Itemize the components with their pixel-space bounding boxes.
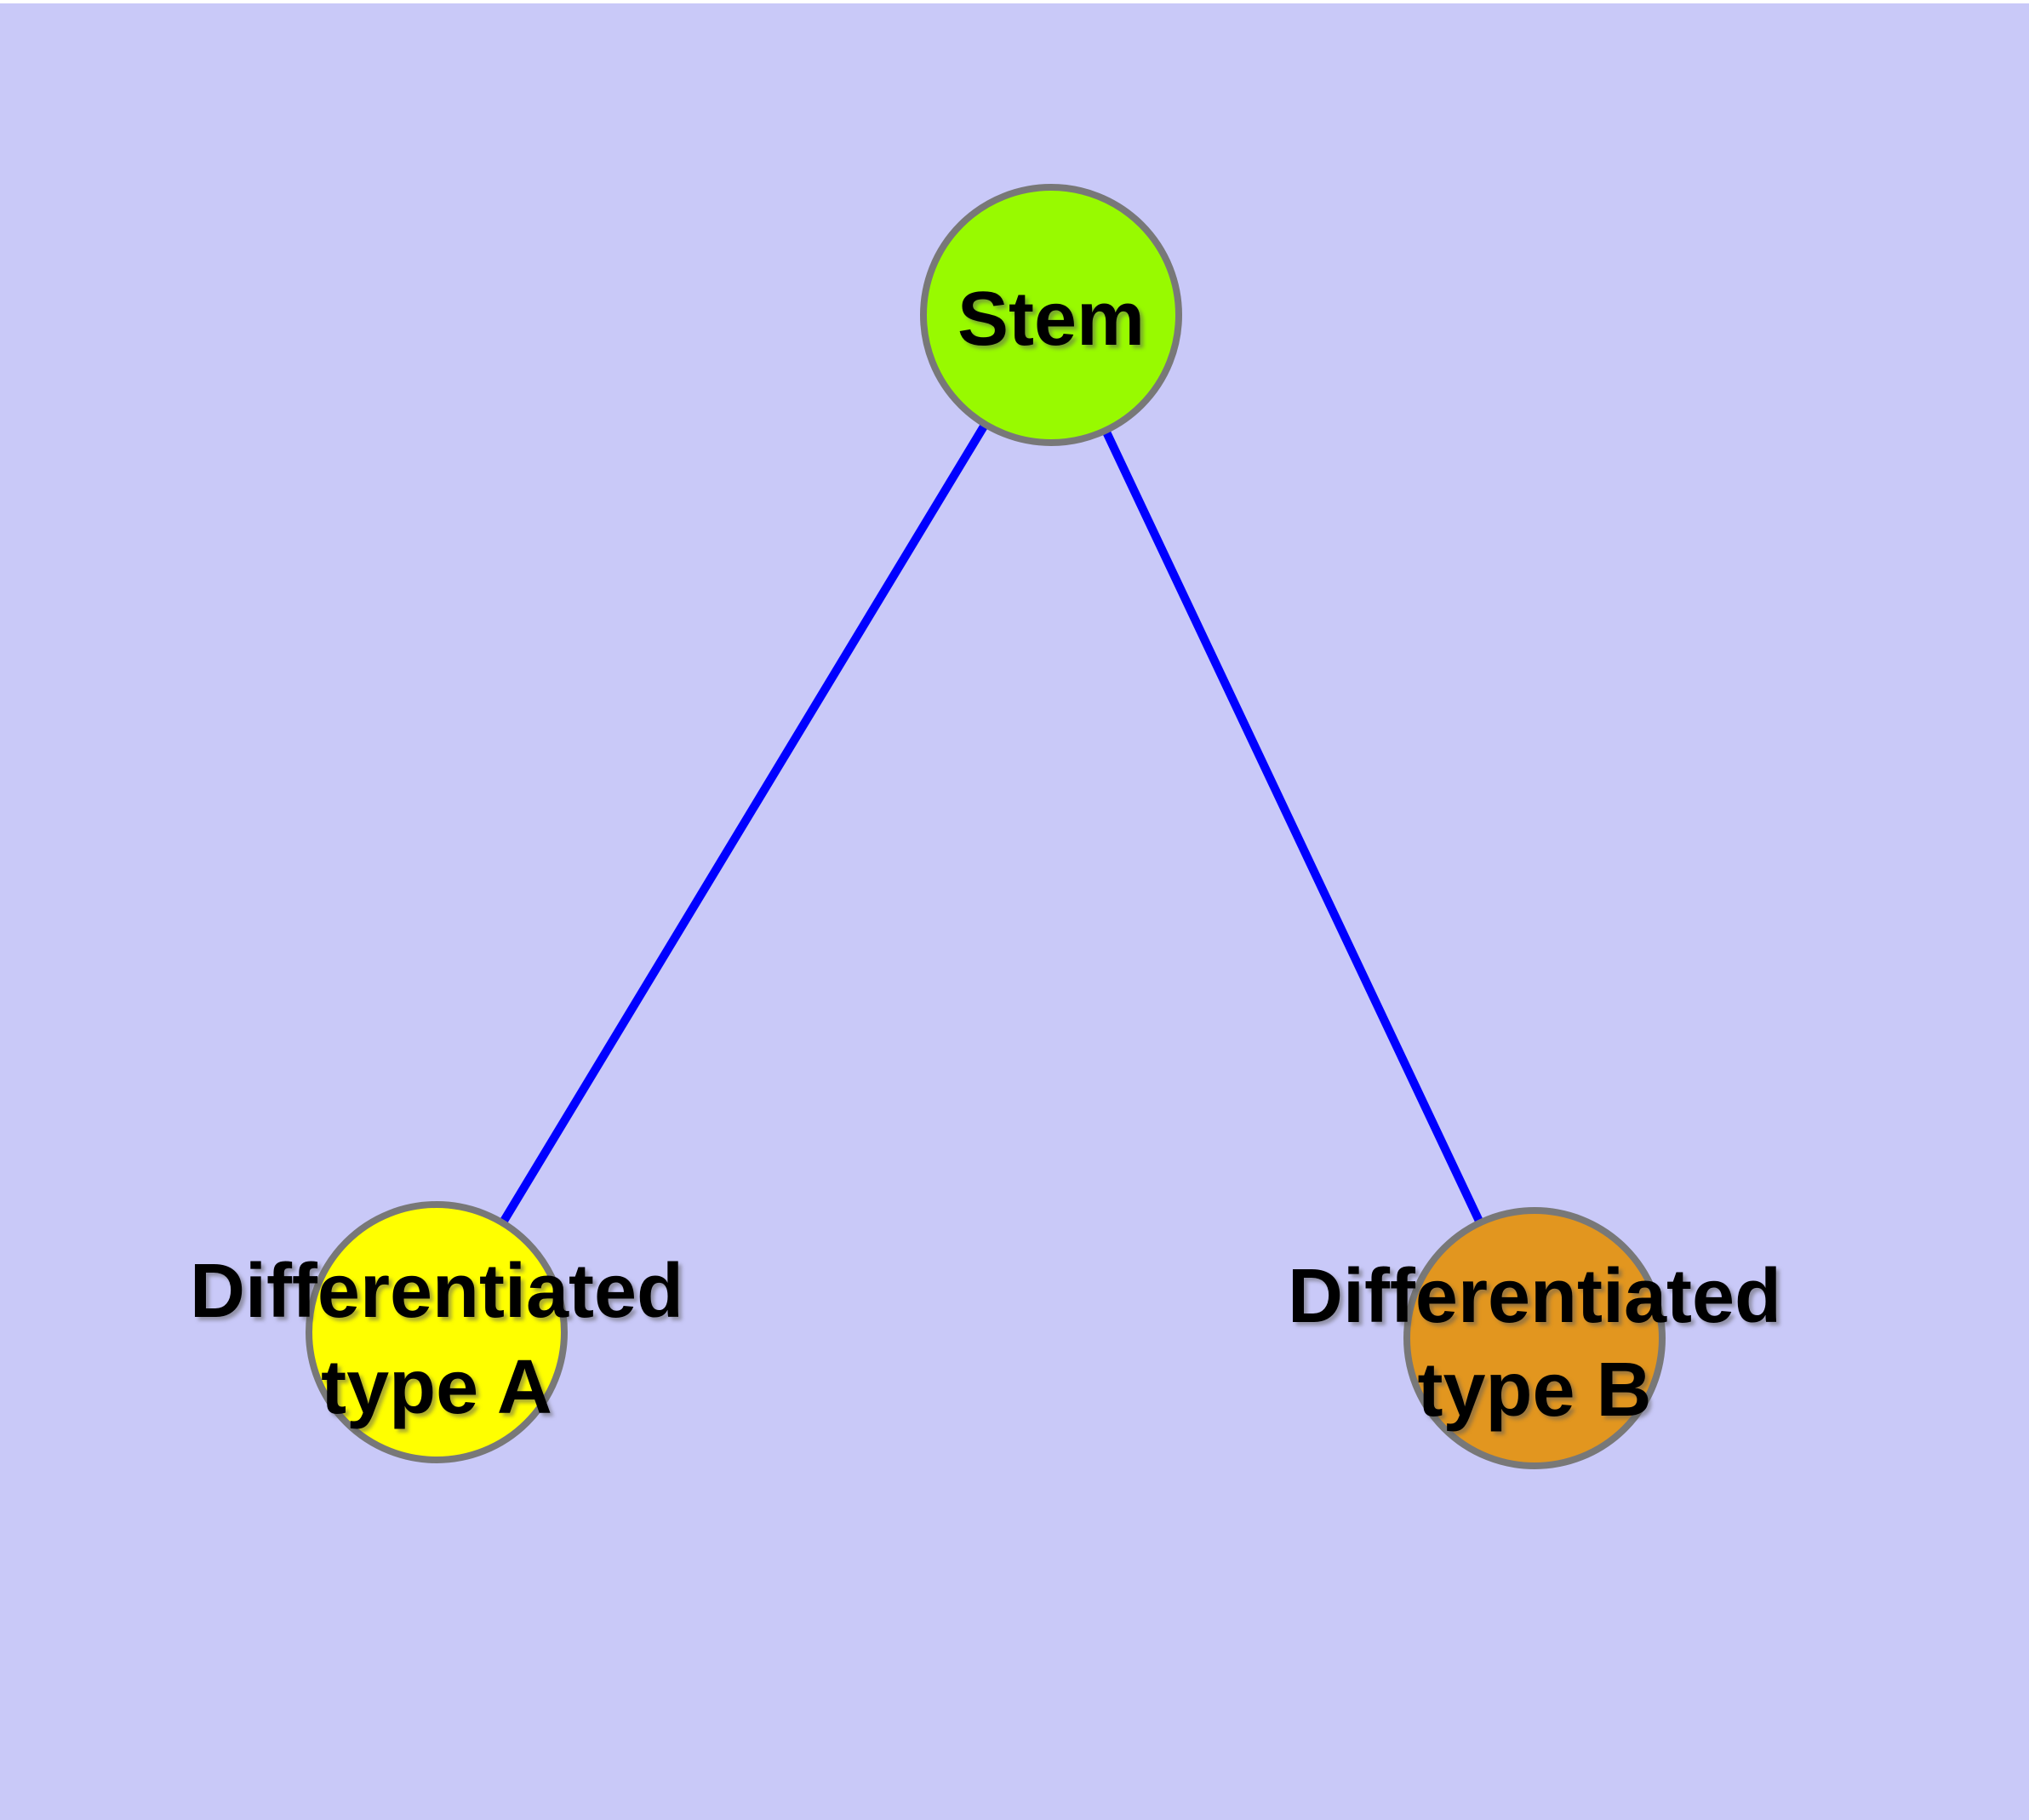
edge-group bbox=[432, 312, 1539, 1341]
stem-node-label: Stem bbox=[957, 277, 1145, 362]
edge-stem-to-type-a bbox=[432, 312, 1055, 1335]
node-differentiated-type-b: Differentiated type B bbox=[1288, 1207, 1781, 1469]
type-a-node-label-line2: type A bbox=[321, 1345, 552, 1430]
node-differentiated-type-a: Differentiated type A bbox=[190, 1201, 683, 1463]
type-a-node-label-line1: Differentiated bbox=[190, 1249, 683, 1334]
stem-node-circle bbox=[920, 184, 1182, 446]
node-stem: Stem bbox=[920, 184, 1182, 446]
type-b-node-circle bbox=[1403, 1207, 1666, 1469]
type-b-node-label-line1: Differentiated bbox=[1288, 1254, 1781, 1339]
type-a-node-circle bbox=[306, 1201, 568, 1463]
type-b-node-label-line2: type B bbox=[1417, 1348, 1651, 1433]
edge-stem-to-type-b bbox=[1047, 312, 1539, 1341]
